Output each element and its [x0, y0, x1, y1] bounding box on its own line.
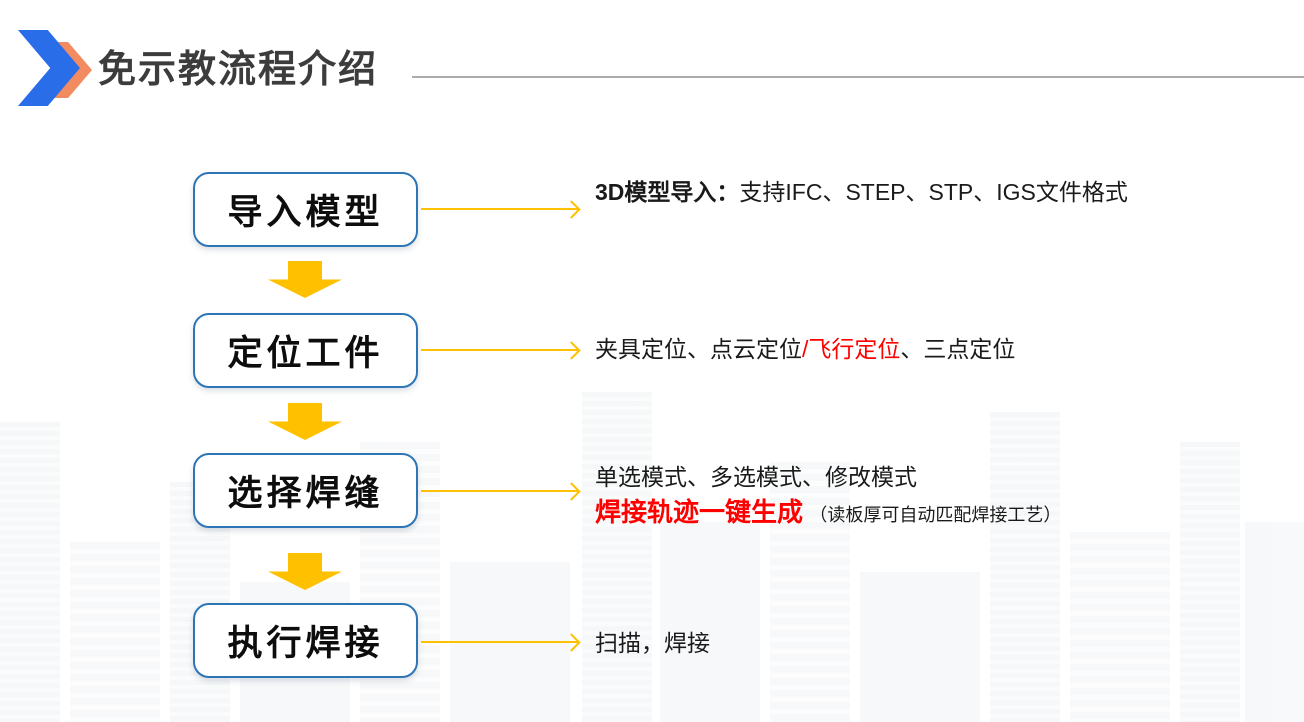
right-arrow-icon — [421, 641, 578, 643]
step-description-execute-welding: 扫描，焊接 — [595, 628, 710, 659]
step-box-position-workpiece: 定位工件 — [193, 313, 418, 388]
page-title: 免示教流程介绍 — [98, 49, 379, 91]
desc-line1: 单选模式、多选模式、修改模式 — [595, 464, 917, 490]
step-box-import-model: 导入模型 — [193, 172, 418, 247]
title-underline — [412, 76, 1304, 78]
right-arrow-icon — [421, 490, 578, 492]
double-chevron-icon — [18, 28, 98, 108]
step-label: 执行焊接 — [227, 624, 384, 663]
step-box-select-weld-seam: 选择焊缝 — [193, 453, 418, 528]
right-arrow-icon — [421, 208, 578, 210]
desc-body: 支持IFC、STEP、STP、IGS文件格式 — [739, 179, 1128, 205]
desc-line2-note: （读板厚可自动匹配焊接工艺） — [809, 505, 1062, 525]
desc-segment: 、三点定位 — [900, 336, 1016, 362]
step-label: 选择焊缝 — [227, 474, 384, 513]
desc-line2-red: 焊接轨迹一键生成 — [595, 497, 804, 527]
step-label: 导入模型 — [227, 193, 384, 232]
step-description-import-model: 3D模型导入：支持IFC、STEP、STP、IGS文件格式 — [595, 177, 1147, 208]
desc-body: 扫描，焊接 — [595, 630, 710, 656]
desc-title: 3D模型导入： — [595, 179, 740, 205]
step-label: 定位工件 — [227, 334, 384, 373]
right-arrow-icon — [421, 349, 578, 351]
desc-segment-red: /飞行定位 — [802, 336, 901, 362]
step-description-select-weld-seam: 单选模式、多选模式、修改模式 焊接轨迹一键生成 （读板厚可自动匹配焊接工艺） — [595, 462, 1061, 531]
step-box-execute-welding: 执行焊接 — [193, 603, 418, 678]
down-arrow-icon — [268, 261, 342, 298]
desc-segment: 夹具定位、点云定位 — [595, 336, 802, 362]
step-description-position-workpiece: 夹具定位、点云定位/飞行定位、三点定位 — [595, 334, 1015, 365]
